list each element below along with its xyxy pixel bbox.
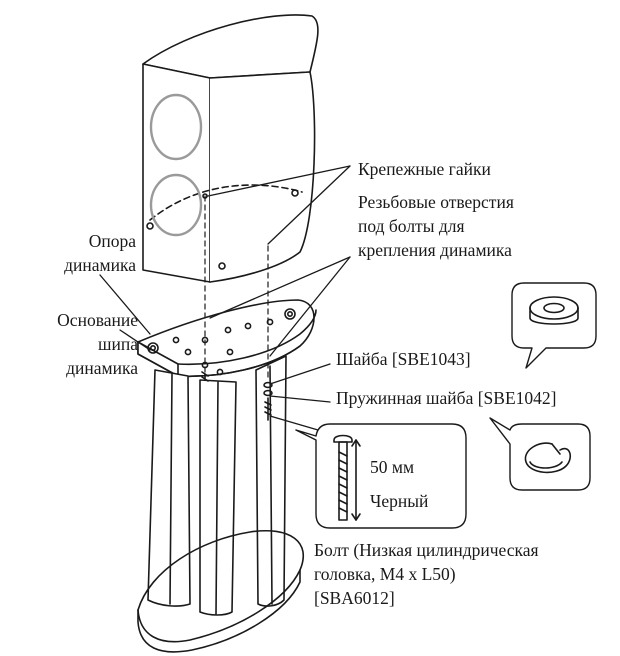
stand-legs — [147, 355, 287, 616]
label-spike-base: Основание шипа динамика — [57, 308, 138, 380]
label-threaded-holes-line-1: Резьбовые отверстия — [358, 192, 514, 212]
bolt-callout — [295, 423, 467, 529]
label-speaker-stand-line-2: динамика — [64, 255, 136, 275]
leader-lines — [99, 165, 351, 431]
speaker-driver-rings — [149, 93, 203, 237]
label-spike-base-line-2: шипа — [98, 334, 138, 354]
hardware-stack — [201, 371, 273, 421]
spring-washer-callout — [489, 417, 591, 491]
label-bolt-line-2: головка, M4 x L50) — [314, 564, 456, 584]
label-bolt-line-1: Болт (Низкая цилиндрическая — [314, 540, 539, 560]
speaker-cabinet — [142, 14, 319, 283]
label-threaded-holes-line-2: под болты для — [358, 216, 465, 236]
label-spring-washer: Пружинная шайба [SBE1042] — [336, 388, 557, 408]
washer-callout — [511, 282, 597, 369]
label-washer: Шайба [SBE1043] — [336, 349, 471, 369]
label-bolt-length: 50 мм — [370, 457, 415, 477]
label-spike-base-line-3: динамика — [66, 358, 138, 378]
label-bolt-line-3: [SBA6012] — [314, 588, 395, 608]
label-speaker-stand-line-1: Опора — [88, 231, 136, 251]
label-bolt-color: Черный — [370, 491, 429, 511]
label-spike-base-line-1: Основание — [57, 310, 138, 330]
assembly-guide-lines — [204, 195, 269, 381]
label-bolt: Болт (Низкая цилиндрическая головка, M4 … — [314, 538, 539, 610]
stand-top-plate — [137, 299, 317, 378]
label-threaded-holes: Резьбовые отверстия под болты для крепле… — [358, 190, 514, 262]
stand-base — [137, 530, 305, 653]
label-threaded-holes-line-3: крепления динамика — [358, 240, 512, 260]
label-fixing-nuts: Крепежные гайки — [358, 159, 491, 179]
label-speaker-stand: Опора динамика — [64, 229, 136, 277]
